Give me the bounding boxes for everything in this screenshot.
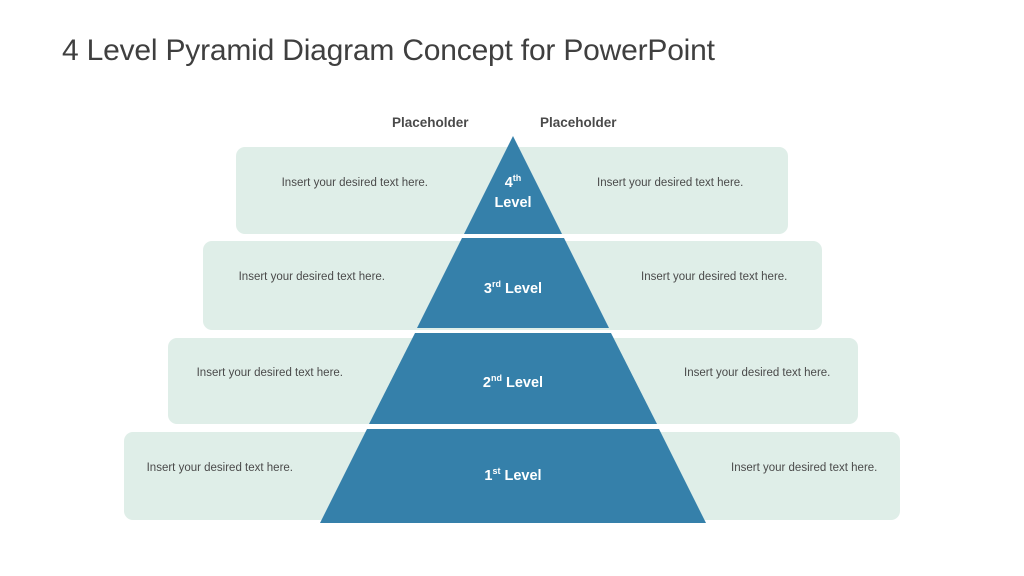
tier-2-word: Level [506, 375, 544, 391]
tier-3-suffix: rd [491, 279, 501, 290]
tier-1-word: Level [504, 468, 542, 484]
tier-1-suffix: st [492, 466, 501, 477]
pyramid-label-1st-level: 1st Level [484, 467, 541, 487]
panel-text-right-1st-level[interactable]: Insert your desired text here. [731, 462, 878, 474]
pyramid-label-4th-level: 4th Level [478, 174, 548, 213]
tier-3-word: Level [505, 281, 543, 297]
pyramid-label-3rd-level: 3rd Level [484, 280, 542, 300]
panel-text-left-1st-level[interactable]: Insert your desired text here. [146, 462, 293, 474]
placeholder-label-left[interactable]: Placeholder [392, 115, 469, 130]
page-title: 4 Level Pyramid Diagram Concept for Powe… [62, 34, 715, 67]
tier-4-suffix: th [512, 173, 522, 184]
tier-4-ordinal: 4 [504, 175, 513, 191]
pyramid-tier-1st-level[interactable] [320, 429, 706, 523]
placeholder-label-right[interactable]: Placeholder [540, 115, 617, 130]
panel-text-left-3rd-level[interactable]: Insert your desired text here. [238, 271, 385, 283]
tier-1-ordinal: 1 [484, 468, 493, 484]
panel-text-left-2nd-level[interactable]: Insert your desired text here. [196, 367, 343, 379]
panel-text-right-2nd-level[interactable]: Insert your desired text here. [684, 367, 831, 379]
panel-text-right-3rd-level[interactable]: Insert your desired text here. [641, 271, 788, 283]
panel-text-right-4th-level[interactable]: Insert your desired text here. [597, 177, 744, 189]
pyramid-tier-2nd-level[interactable] [369, 333, 657, 424]
tier-2-ordinal: 2 [482, 375, 491, 391]
tier-2-suffix: nd [490, 373, 502, 384]
tier-4-word: Level [494, 194, 532, 211]
tier-3-ordinal: 3 [483, 281, 492, 297]
pyramid-tier-3rd-level[interactable] [417, 238, 609, 328]
pyramid-label-2nd-level: 2nd Level [483, 374, 543, 394]
pyramid-tier-4th-level[interactable] [464, 136, 562, 234]
panel-text-left-4th-level[interactable]: Insert your desired text here. [281, 177, 428, 189]
